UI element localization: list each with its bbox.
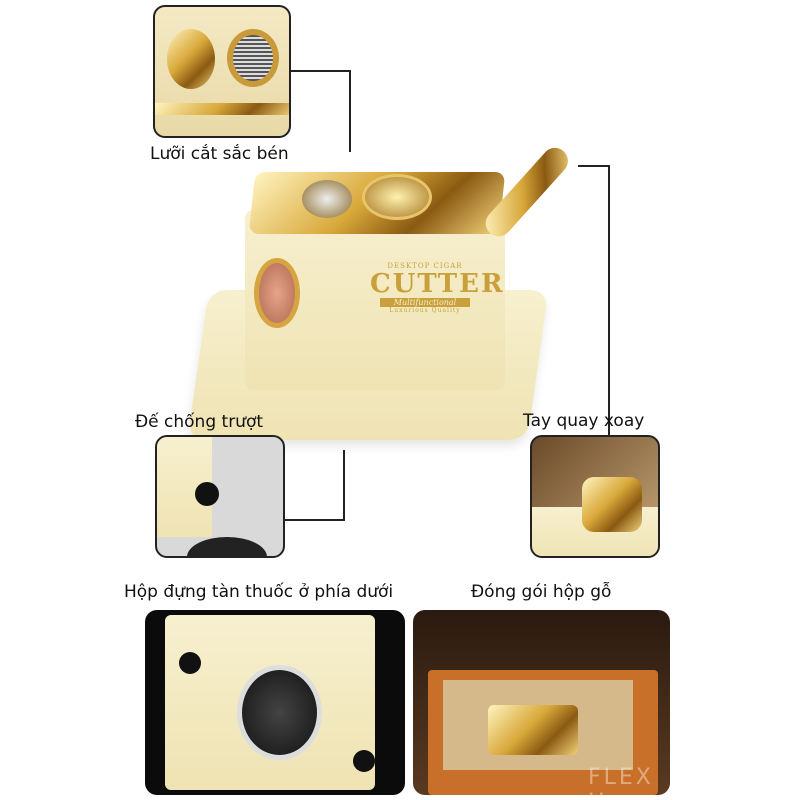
base-label: Đế chống trượt xyxy=(135,412,264,432)
crank-knob xyxy=(582,477,642,532)
v-cut-blade-icon xyxy=(167,29,215,89)
package-label: Đóng gói hộp gỗ xyxy=(471,582,612,602)
base-detail-image xyxy=(155,435,285,558)
side-medallion xyxy=(254,258,300,328)
watermark: FLEX H xyxy=(588,765,654,795)
wooden-box-image: FLEX H xyxy=(413,610,670,795)
blade-label: Lưỡi cắt sắc bén xyxy=(150,144,289,164)
blade-detail-image xyxy=(153,5,291,138)
round-blade-icon xyxy=(227,29,279,87)
crank-label: Tay quay xoay xyxy=(523,411,645,431)
product-logo: DESKTOP CIGAR CUTTER Multifunctional Lux… xyxy=(370,262,505,314)
round-cut-hole xyxy=(362,174,432,220)
rubber-foot xyxy=(195,482,219,506)
ashtray-image xyxy=(145,610,405,795)
ashtray-opening xyxy=(237,665,322,760)
crank-detail-image xyxy=(530,435,660,558)
cutter-in-box xyxy=(488,705,578,755)
ashtray-label: Hộp đựng tàn thuốc ở phía dưới xyxy=(124,582,394,602)
v-cut-hole xyxy=(302,180,352,218)
